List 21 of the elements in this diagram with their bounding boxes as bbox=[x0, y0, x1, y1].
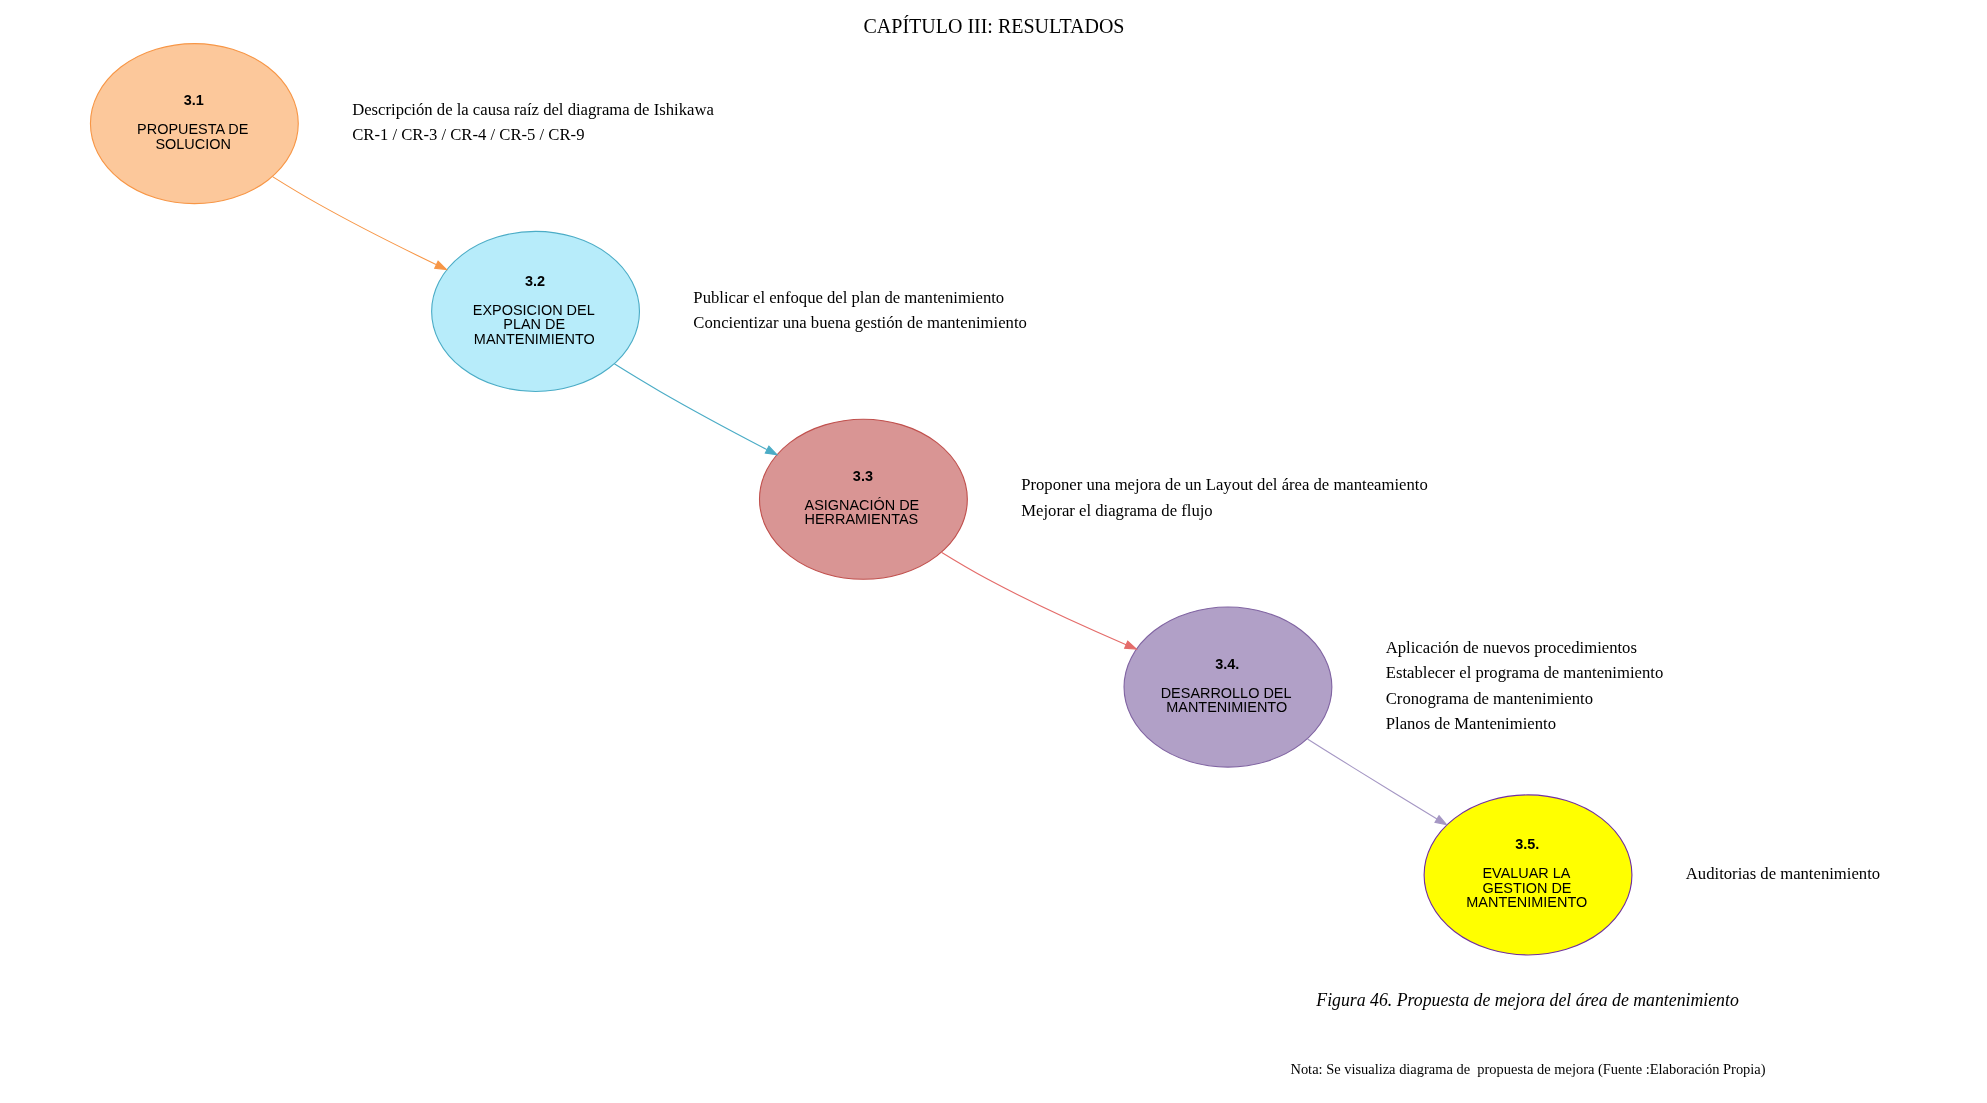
node-label: Descripción de la causa raíz del diagrama de Ishikawa bbox=[351, 99, 714, 119]
node-label: Publicar el enfoque del plan de mantenimiento bbox=[692, 287, 1004, 307]
node-label: Planos de Mantenimiento bbox=[1385, 714, 1556, 734]
arrow bbox=[271, 176, 448, 271]
node-label: Cronograma de mantenimiento bbox=[1385, 688, 1593, 708]
node-label: Mejorar el diagrama de flujo bbox=[1020, 500, 1213, 520]
arrow bbox=[613, 363, 778, 456]
arrow bbox=[1306, 738, 1448, 826]
node-ellipse: 3.5. EVALUAR LA GESTION DE MANTENIMIENTO bbox=[1423, 794, 1632, 956]
node-label: Aplicación de nuevos procedimientos bbox=[1385, 637, 1637, 657]
node-label: Establecer el programa de mantenimiento bbox=[1385, 663, 1663, 683]
node-ellipse: 3.3 ASIGNACIÓN DE HERRAMIENTAS bbox=[758, 418, 968, 580]
caption: Figura 46. Propuesta de mejora del área de mantenimiento bbox=[1315, 989, 1739, 1010]
node-label: Auditorias de mantenimiento bbox=[1685, 864, 1880, 884]
diagram-title: CAPÍTULO III: RESULTADOS bbox=[863, 14, 1124, 37]
node-label: Concientizar una buena gestión de mantenimiento bbox=[692, 313, 1027, 333]
node-label: Proponer una mejora de un Layout del área de manteamiento bbox=[1020, 475, 1428, 495]
node-label: CR-1 / CR-3 / CR-4 / CR-5 / CR-9 bbox=[351, 125, 584, 145]
arrow bbox=[940, 551, 1138, 650]
node-ellipse: 3.1 PROPUESTA DE SOLUCION bbox=[89, 43, 299, 205]
label: Nota: Se visualiza diagrama de propuesta de mejora (Fuente :Elaboración Propia) bbox=[1289, 1061, 1766, 1078]
